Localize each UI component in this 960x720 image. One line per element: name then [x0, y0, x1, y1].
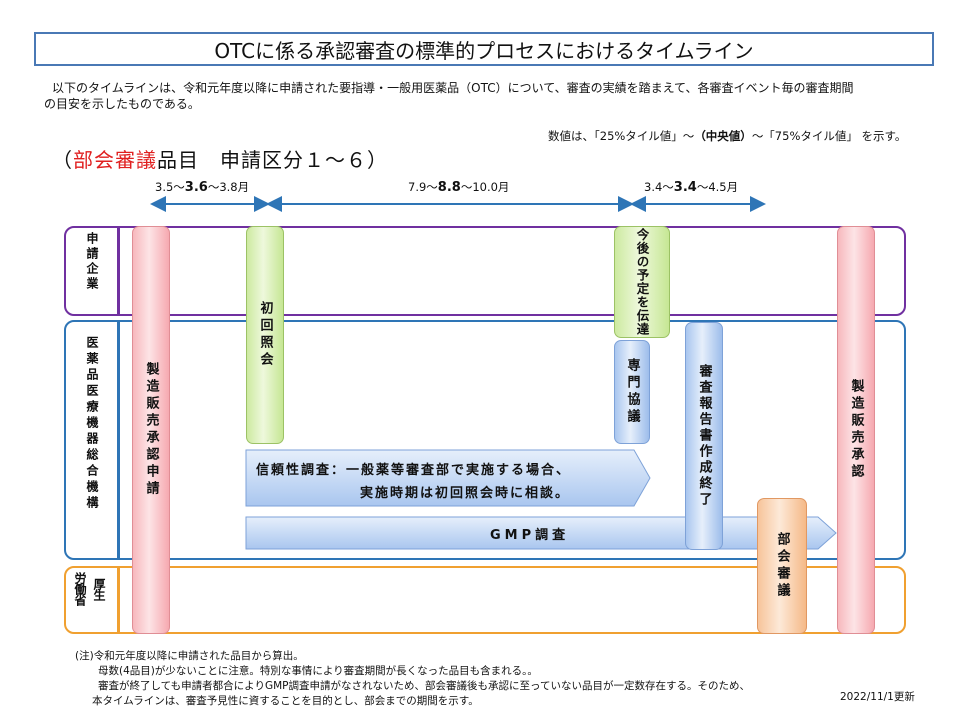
- lane-mhlw-label-main: 労働省: [70, 572, 90, 609]
- intro-line-1: 以下のタイムラインは、令和元年度以降に申請された要指導・一般用医薬品（OTC）に…: [52, 81, 854, 95]
- duration-2-post: ～10.0月: [460, 180, 510, 194]
- percentile-note: 数値は、「25%タイル値」～（中央値）～「75%タイル値」 を示す。: [548, 128, 906, 144]
- footnote-3: 審査が終了しても申請者都合によりGMP調査申請がなされないため、部会審議後も承認…: [98, 680, 750, 692]
- lane-mhlw: [64, 566, 906, 634]
- report-box: 審査報告書作成終了: [685, 322, 723, 550]
- lane-pmda: [64, 320, 906, 560]
- approval-box: 製造販売承認: [837, 226, 875, 634]
- expert-text: 専門協議: [624, 358, 640, 426]
- council-box: 部会審議: [757, 498, 807, 634]
- percentile-note-suffix: ～「75%タイル値」 を示す。: [751, 129, 907, 143]
- footnote-4: 本タイムラインは、審査予見性に資することを目的とし、部会までの期間を示す。: [92, 695, 479, 707]
- updated-date: 2022/11/1更新: [840, 691, 915, 703]
- reliability-text-2: 実施時期は初回照会時に相談。: [360, 486, 571, 501]
- future-plan-box: 今後の予定を伝達: [614, 226, 670, 338]
- duration-3-pre: 3.4～: [644, 180, 674, 194]
- category-red: 部会審議: [73, 148, 157, 172]
- lane-mhlw-label-sub: 厚生: [90, 578, 108, 604]
- lane-pmda-divider: [117, 322, 120, 558]
- lane-mhlw-divider: [117, 568, 120, 632]
- first-inquiry-box: 初回照会: [246, 226, 284, 444]
- duration-label-3: 3.4～3.4～4.5月: [644, 179, 738, 195]
- future-plan-text: 今後の予定を伝達: [634, 228, 650, 336]
- footnote-2: 母数(4品目)が少ないことに注意。特別な事情により審査期間が長くなった品目も含ま…: [98, 665, 538, 677]
- category-heading: （部会審議品目 申請区分１～６）: [52, 144, 388, 173]
- category-rest: 品目 申請区分１～６）: [157, 148, 388, 172]
- duration-2-median: 8.8: [437, 180, 461, 195]
- percentile-note-median: （中央値）: [694, 129, 752, 143]
- application-text: 製造販売承認申請: [143, 362, 159, 498]
- reliability-text-1: 信頼性調査：一般薬等審査部で実施する場合、: [256, 463, 572, 478]
- expert-box: 専門協議: [614, 340, 650, 444]
- duration-label-2: 7.9～8.8～10.0月: [408, 179, 509, 195]
- lane-applicant-label: 申請企業: [80, 232, 104, 296]
- page-title: OTCに係る承認審査の標準的プロセスにおけるタイムライン: [34, 32, 934, 66]
- percentile-note-prefix: 数値は、「25%タイル値」～: [548, 129, 695, 143]
- duration-label-1: 3.5～3.6～3.8月: [155, 179, 249, 195]
- duration-3-post: ～4.5月: [696, 180, 739, 194]
- duration-1-median: 3.6: [184, 180, 208, 195]
- reliability-arrow: [245, 449, 651, 507]
- lane-applicant: [64, 226, 906, 316]
- first-inquiry-text: 初回照会: [257, 301, 273, 369]
- lane-applicant-divider: [117, 228, 120, 314]
- duration-1-pre: 3.5～: [155, 180, 185, 194]
- lane-mhlw-text-sub: 厚生: [92, 578, 106, 600]
- duration-3-median: 3.4: [673, 180, 697, 195]
- lane-mhlw-text-main: 労働省: [73, 572, 87, 605]
- duration-2-pre: 7.9～: [408, 180, 438, 194]
- lane-pmda-text: 医薬品医療機器総合機構: [85, 336, 99, 512]
- intro-line-2: の目安を示したものである。: [44, 97, 200, 111]
- report-text: 審査報告書作成終了: [696, 364, 712, 508]
- approval-text: 製造販売承認: [848, 379, 864, 481]
- footnote-1: (注)令和元年度以降に申請された品目から算出。: [75, 650, 304, 662]
- gmp-text: GMP調査: [490, 528, 570, 543]
- council-text: 部会審議: [774, 532, 790, 600]
- category-open: （: [52, 148, 73, 172]
- lane-applicant-text: 申請企業: [85, 232, 99, 292]
- duration-1-post: ～3.8月: [207, 180, 250, 194]
- lane-pmda-label: 医薬品医療機器総合機構: [80, 336, 104, 516]
- application-box: 製造販売承認申請: [132, 226, 170, 634]
